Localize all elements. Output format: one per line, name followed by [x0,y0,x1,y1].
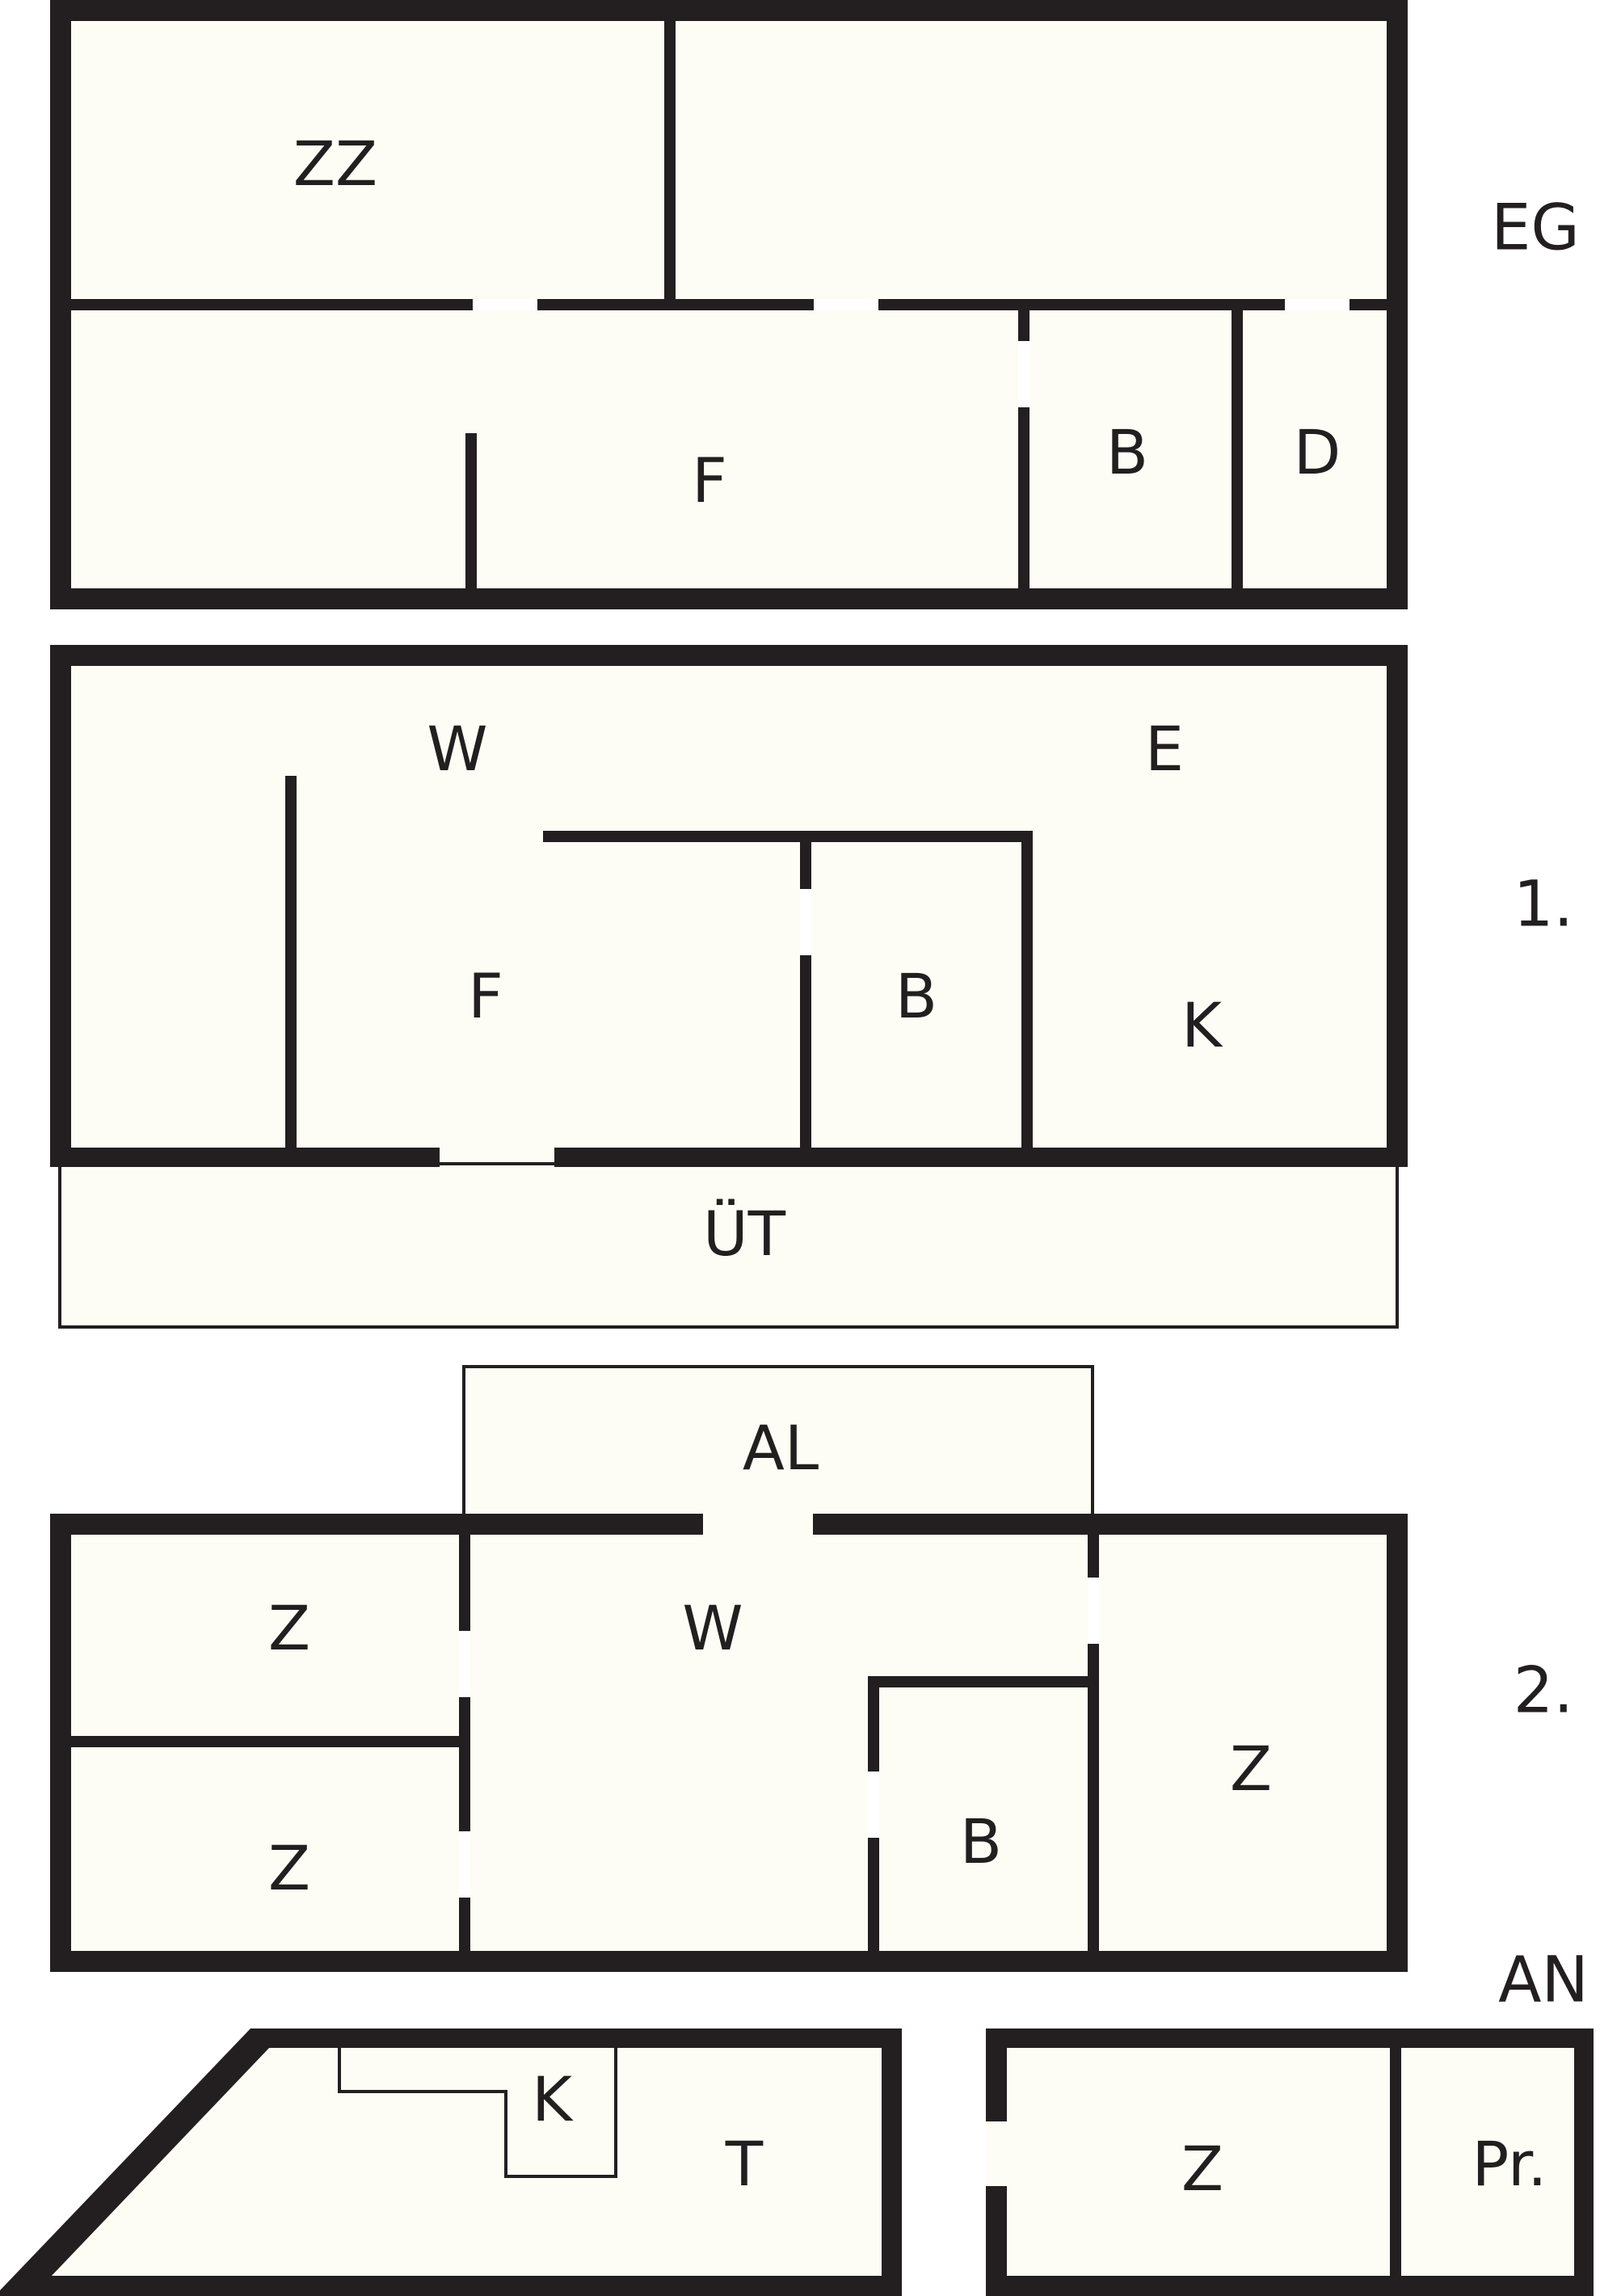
room-label-b: B [1106,416,1148,488]
floor-label-1: 1. [1514,868,1573,941]
room-label-zz: ZZ [293,128,377,200]
room-label-e: E [1145,713,1184,785]
room-label-b: B [895,960,937,1032]
floor-2: AL Z Z W B Z 2. [50,1365,1573,1972]
room-label-al: AL [743,1412,819,1484]
room-label-ut: ÜT [703,1198,786,1270]
floor-attic-left: K T [0,2028,902,2296]
room-label-t: T [725,2128,764,2200]
floor-label-eg: EG [1491,192,1580,264]
floor-label-2: 2. [1514,1654,1573,1727]
floor-eg: ZZ F B D EG [50,0,1580,609]
floor-label-an: AN [1498,1944,1589,2016]
floor-1: W E F B K ÜT 1. [50,645,1573,1329]
room-label-z2: Z [268,1832,310,1904]
room-label-pr: Pr. [1472,2128,1547,2200]
room-label-w: W [427,713,487,785]
floor-an: Z Pr. AN [986,1944,1594,2296]
room-label-b: B [960,1805,1002,1877]
room-label-z3: Z [1230,1733,1272,1805]
room-label-d: D [1294,416,1341,488]
room-label-z1: Z [268,1592,310,1664]
room-label-f: F [468,960,503,1032]
room-label-w: W [682,1592,743,1664]
room-label-z: Z [1181,2133,1223,2205]
room-label-k: K [1181,989,1223,1061]
room-label-f: F [692,444,727,516]
room-label-k: K [532,2063,574,2135]
